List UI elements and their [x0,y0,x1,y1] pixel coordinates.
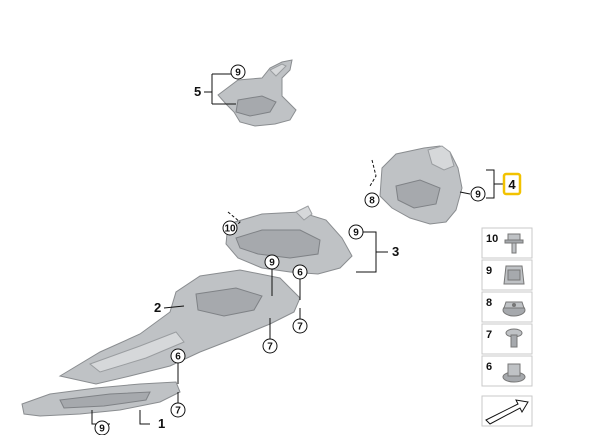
callout-9-right: 9 [475,190,481,201]
legend-num-6: 6 [486,361,492,373]
legend-num-8: 8 [486,297,492,309]
part-4-cover [379,145,463,225]
legend-row-7 [481,323,533,355]
expanding-nut-icon [502,363,526,383]
clip-nut-icon [503,265,525,285]
callout-10: 10 [224,224,236,235]
callout-8: 8 [369,196,375,207]
callout-7-left: 7 [267,342,273,353]
callout-9-mid: 9 [269,258,275,269]
label-3-group: 10 9 3 [222,211,399,273]
callout-6-mid: 6 [297,268,303,279]
callout-7-low: 7 [175,406,181,417]
label-4-highlight [502,172,522,196]
label-1: 1 [158,416,165,431]
label-2: 2 [154,300,161,315]
bolt-flange-icon [504,233,524,254]
label-3: 3 [392,244,399,259]
callout-9-top: 9 [235,68,241,79]
part-1-strip [21,381,181,417]
callout-6-low: 6 [175,352,181,363]
label-1-group: 6 7 9 1 [91,348,186,435]
label-4-group: 9 8 4 [364,159,522,208]
hex-nut-icon [502,301,526,317]
label-4: 4 [508,177,516,192]
label-2-group: 2 9 6 7 7 [154,254,308,354]
part-5-bracket [217,59,297,127]
push-rivet-icon [505,328,523,348]
label-5-group: 5 9 [194,64,246,105]
legend-num-10: 10 [486,233,498,245]
label-5: 5 [194,84,201,99]
legend-num-9: 9 [486,265,492,277]
callout-9-part3: 9 [353,228,359,239]
callout-7-mid: 7 [297,322,303,333]
part-2-panel [58,269,301,385]
part-3-panel [225,205,353,275]
fastener-legend: 10 9 8 7 6 [481,227,533,427]
arrow-icon [485,399,529,425]
callout-9-bottom: 9 [99,424,105,435]
legend-num-7: 7 [486,329,492,341]
